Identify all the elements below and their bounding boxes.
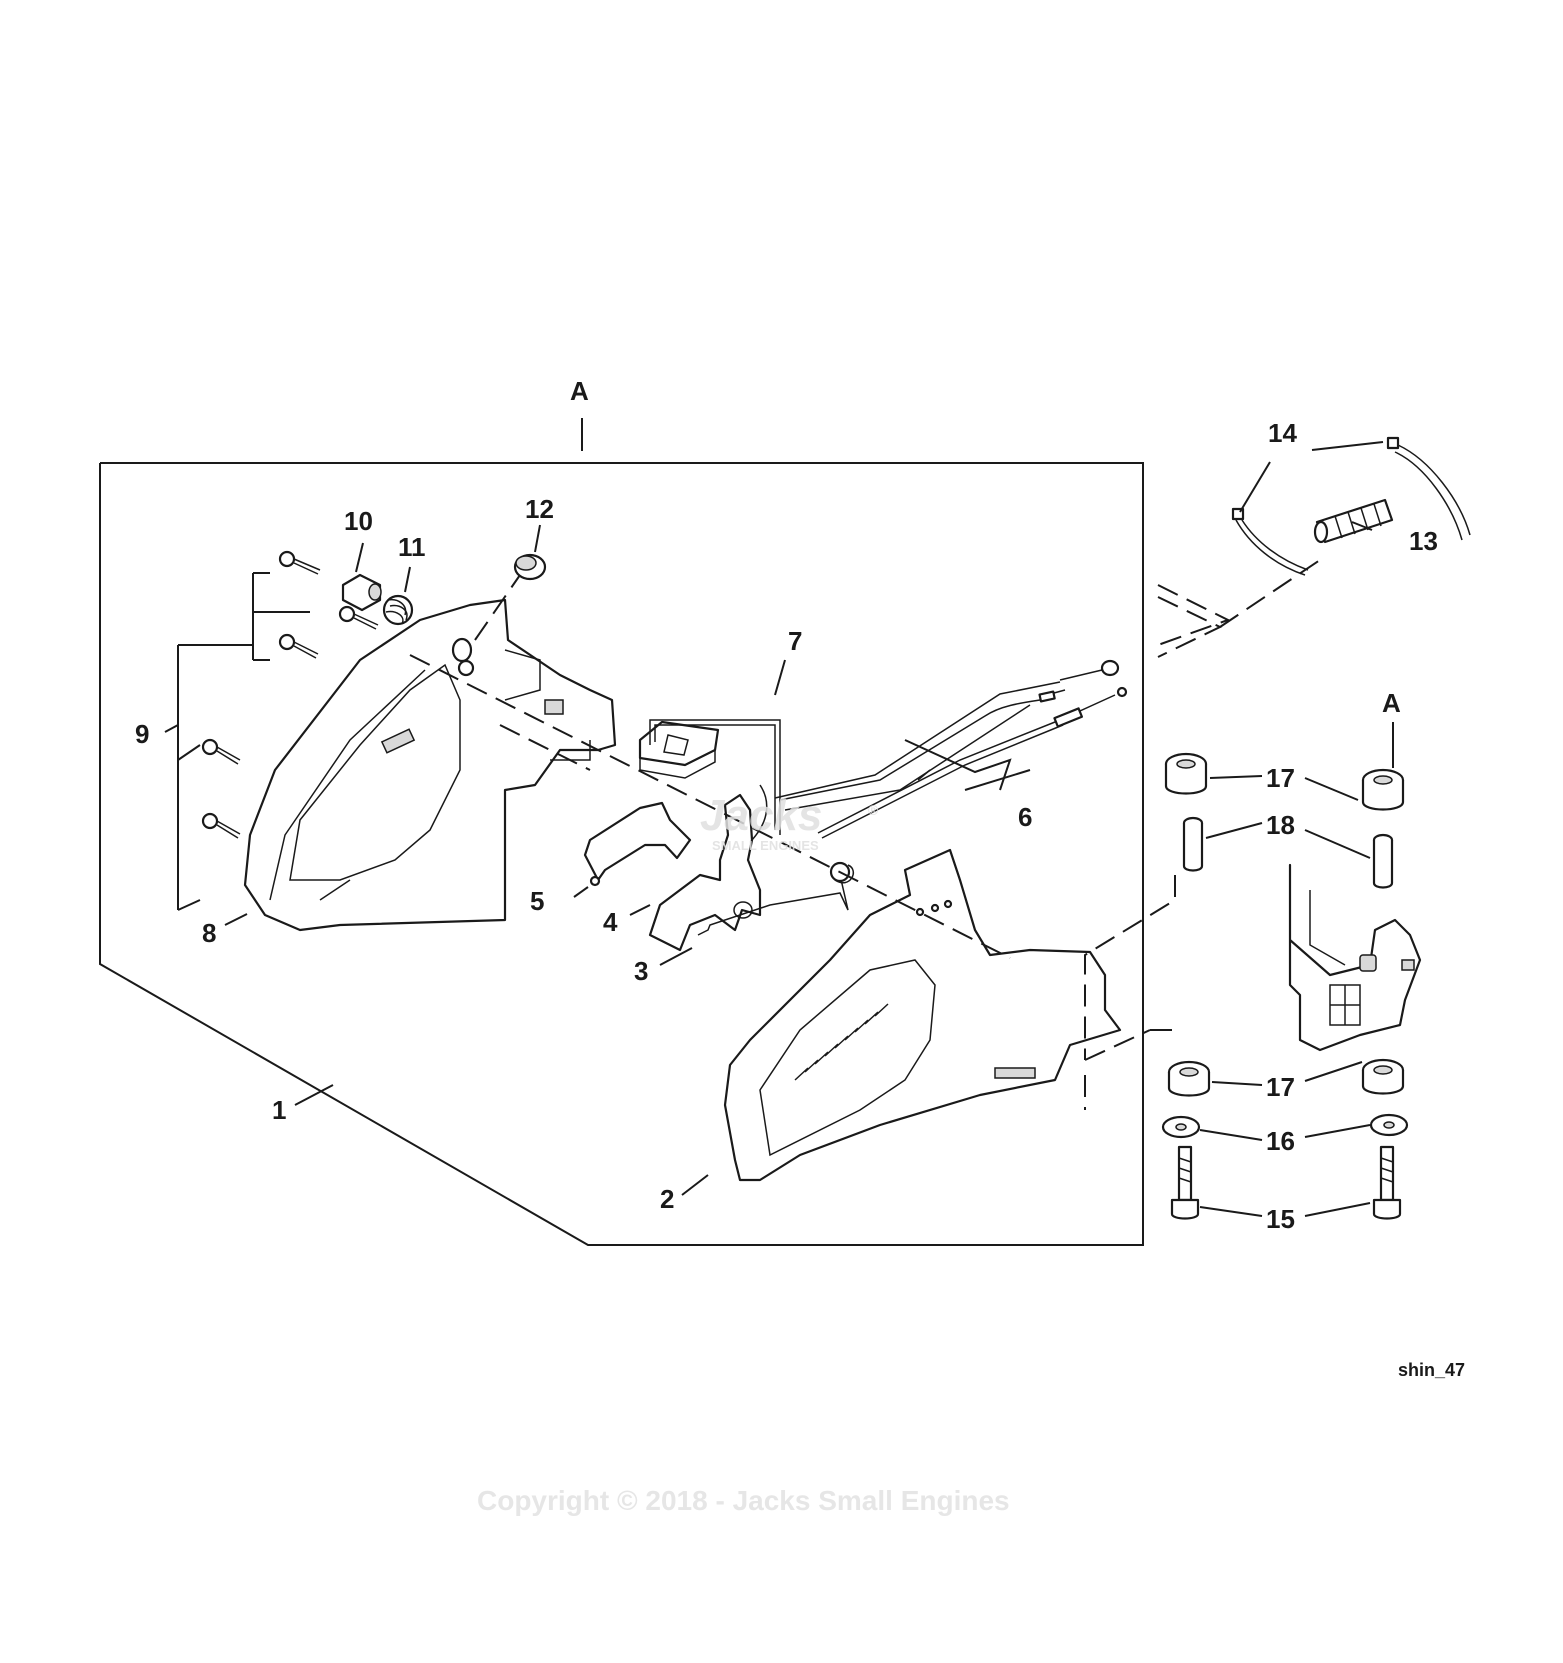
washer-16-left bbox=[1161, 1115, 1201, 1139]
cable-tie-14-upper bbox=[1386, 436, 1471, 541]
callout-3: 3 bbox=[634, 956, 648, 986]
bolt-15-right bbox=[1372, 1145, 1402, 1220]
alignment-line bbox=[409, 654, 1011, 959]
callout-4: 4 bbox=[603, 907, 618, 937]
dashed-guide-upper bbox=[1157, 559, 1321, 658]
handle-right-half bbox=[723, 848, 1122, 1182]
callout-15: 15 bbox=[1266, 1204, 1295, 1234]
damper-17-upper-left bbox=[1164, 752, 1208, 795]
callout-13: 13 bbox=[1409, 526, 1438, 556]
svg-text:®: ® bbox=[868, 802, 879, 818]
spring-11 bbox=[382, 594, 414, 626]
collar-10 bbox=[341, 573, 382, 612]
screw bbox=[278, 550, 321, 575]
callout-2: 2 bbox=[660, 1184, 674, 1214]
screw bbox=[278, 633, 319, 659]
grommet-12 bbox=[513, 553, 547, 581]
callout-6: 6 bbox=[1018, 802, 1032, 832]
callout-1: 1 bbox=[272, 1095, 286, 1125]
copyright-notice: Copyright © 2018 - Jacks Small Engines bbox=[477, 1485, 1010, 1516]
callout-leaders bbox=[164, 441, 1384, 1217]
bolt-15-left bbox=[1170, 1145, 1200, 1220]
callout-12: 12 bbox=[525, 494, 554, 524]
callout-8: 8 bbox=[202, 918, 216, 948]
diagram-reference-code: shin_47 bbox=[1398, 1360, 1465, 1380]
screw bbox=[338, 605, 379, 630]
damper-17-upper-right bbox=[1361, 768, 1405, 811]
throttle-trigger bbox=[648, 784, 768, 952]
damper-17-lower-right bbox=[1361, 1058, 1405, 1095]
cable-tie-14-lower bbox=[1231, 507, 1309, 576]
callout-11: 11 bbox=[398, 532, 426, 562]
marker-a-top: A bbox=[570, 376, 589, 406]
screw bbox=[201, 812, 241, 839]
washer-16-right bbox=[1369, 1113, 1409, 1137]
collar-18-right bbox=[1372, 833, 1394, 889]
callout-18: 18 bbox=[1266, 810, 1295, 840]
wire-harness bbox=[649, 659, 1120, 835]
alignment-line bbox=[474, 574, 521, 641]
damper-17-lower-left bbox=[1167, 1060, 1211, 1097]
collar-18-left bbox=[1182, 816, 1204, 872]
handle-grip-ribs bbox=[794, 1003, 889, 1081]
grip-sleeve-13 bbox=[1313, 498, 1394, 544]
throttle-cable bbox=[817, 686, 1128, 884]
alignment-line bbox=[499, 724, 591, 771]
throttle-lockout bbox=[583, 801, 692, 887]
stop-switch bbox=[638, 720, 720, 779]
callout-10: 10 bbox=[344, 506, 373, 536]
mount-bracket-detail bbox=[1288, 863, 1422, 1052]
assembly-frame bbox=[99, 462, 1144, 1246]
handle-left-half bbox=[243, 598, 617, 932]
callout-17-upper: 17 bbox=[1266, 763, 1295, 793]
callout-5: 5 bbox=[530, 886, 544, 916]
dashed-guide-right bbox=[1084, 875, 1180, 1110]
screw bbox=[201, 738, 241, 765]
screws-9 bbox=[201, 550, 379, 839]
callout-16: 16 bbox=[1266, 1126, 1295, 1156]
svg-text:SMALL ENGINES: SMALL ENGINES bbox=[712, 838, 819, 853]
svg-text:Jacks: Jacks bbox=[700, 791, 822, 840]
jacks-watermark: Jacks SMALL ENGINES ® bbox=[700, 791, 879, 853]
callout-7: 7 bbox=[788, 626, 802, 656]
callout-17-lower: 17 bbox=[1266, 1072, 1295, 1102]
callout-14: 14 bbox=[1268, 418, 1297, 448]
callout-9: 9 bbox=[135, 719, 149, 749]
marker-a-right: A bbox=[1382, 688, 1401, 718]
